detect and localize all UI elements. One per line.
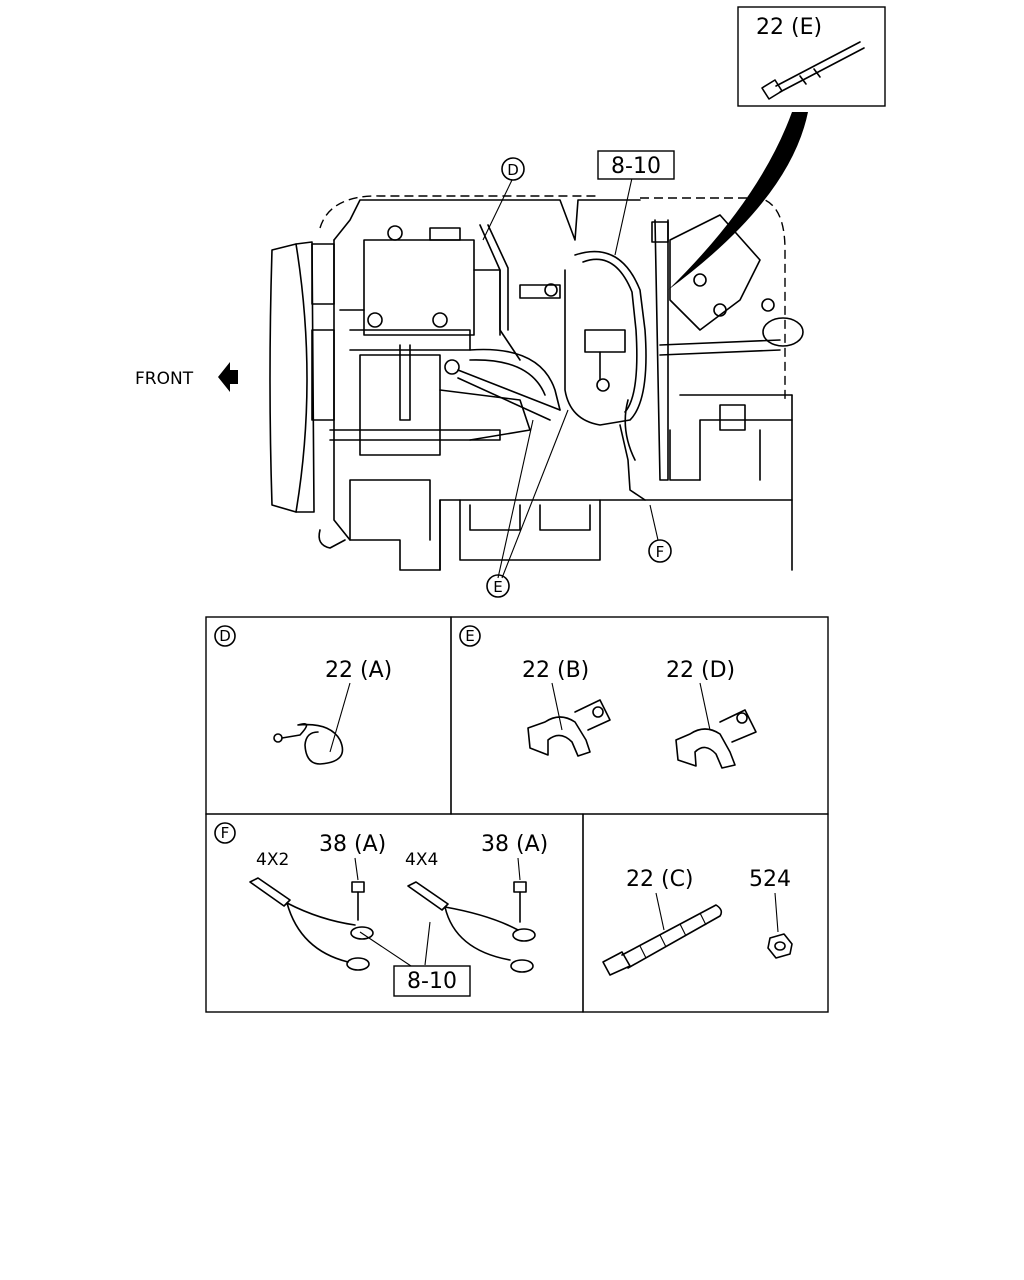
inset-pointer xyxy=(668,112,808,290)
callout-f-marker: F xyxy=(656,543,665,561)
panel-d: D 22 (A) xyxy=(214,625,392,765)
ground-cable-4x2-icon xyxy=(249,877,374,971)
variant-4x4-label: 4X4 xyxy=(405,850,438,870)
clip-22d-icon xyxy=(675,709,757,769)
bolt-38a-right-label: 38 (A) xyxy=(481,832,548,857)
part-22c-label: 22 (C) xyxy=(626,867,694,892)
variant-4x2-label: 4X2 xyxy=(256,850,289,870)
cable-tie-22c-icon xyxy=(602,904,723,976)
panel-parts: 22 (C) 524 xyxy=(602,867,793,976)
panel-f: F 4X2 4X4 38 (A) 38 (A) 8-10 xyxy=(214,822,548,997)
part-524-label: 524 xyxy=(749,867,791,892)
ground-cable-4x4-icon xyxy=(407,881,536,973)
panel-f-marker: F xyxy=(221,824,230,842)
part-22d-label: 22 (D) xyxy=(666,658,735,683)
inset-22e-label: 22 (E) xyxy=(756,15,822,40)
ref-8-10-top: 8-10 xyxy=(611,154,661,179)
callout-e-marker: E xyxy=(493,578,502,596)
part-22a-label: 22 (A) xyxy=(325,658,392,683)
nut-524-icon xyxy=(767,933,793,959)
cable-tie-e-icon xyxy=(761,41,865,100)
panel-e: E 22 (B) 22 (D) xyxy=(459,625,757,769)
bolt-38a-left-label: 38 (A) xyxy=(319,832,386,857)
front-arrow-icon xyxy=(218,362,238,392)
detail-panels xyxy=(205,616,829,1013)
inset-22e: 22 (E) xyxy=(737,6,886,107)
panel-d-marker: D xyxy=(219,627,231,645)
engine-assembly xyxy=(269,177,804,579)
clip-22b-icon xyxy=(527,699,611,757)
callout-d-marker: D xyxy=(507,161,519,179)
wire-clip-22a-icon xyxy=(273,722,344,765)
part-22b-label: 22 (B) xyxy=(522,658,589,683)
ref-8-10-panel: 8-10 xyxy=(407,969,457,994)
front-label: FRONT xyxy=(135,369,194,389)
panel-e-marker: E xyxy=(465,627,474,645)
